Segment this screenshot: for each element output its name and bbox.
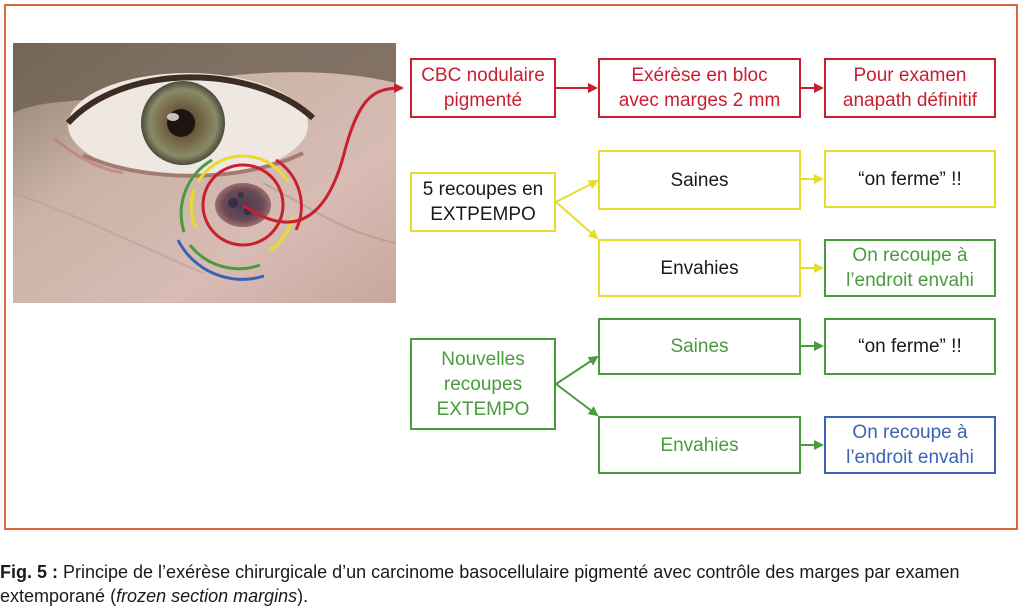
box-examen-anapath: Pour examen anapath définitif bbox=[824, 58, 996, 118]
box-on-ferme-2: “on ferme” !! bbox=[824, 318, 996, 375]
caption-text-2: ). bbox=[297, 586, 309, 606]
caption-text-1: Principe de l’exérèse chirurgicale d’un … bbox=[0, 562, 960, 606]
arrow-lesion-to-cbc bbox=[242, 83, 404, 224]
margin-ring-green bbox=[179, 158, 213, 233]
margin-ring-yellow-right bbox=[269, 214, 295, 252]
box-saines-1: Saines bbox=[598, 150, 801, 210]
box-exerese-en-bloc: Exérèse en bloc avec marges 2 mm bbox=[598, 58, 801, 118]
box-cbc-nodulaire: CBC nodulaire pigmenté bbox=[410, 58, 556, 118]
arrow-extempo-to-envahies bbox=[555, 201, 599, 240]
arrow-nouvelles-to-envahies bbox=[555, 383, 599, 417]
box-on-recoupe-2: On recoupe à l’endroit envahi bbox=[824, 416, 996, 474]
box-envahies-1: Envahies bbox=[598, 239, 801, 297]
margin-ring-yellow-top bbox=[196, 154, 290, 183]
box-nouvelles-recoupes: Nouvelles recoupes EXTEMPO bbox=[410, 338, 556, 430]
margin-ring-yellow-left bbox=[189, 189, 198, 229]
margin-ring-red bbox=[201, 163, 285, 247]
box-on-recoupe-1: On recoupe à l’endroit envahi bbox=[824, 239, 996, 297]
margin-ring-blue bbox=[176, 239, 265, 281]
caption-lead: Fig. 5 : bbox=[0, 562, 58, 582]
figure-frame bbox=[4, 4, 1018, 530]
margin-ring-green-bottom bbox=[188, 244, 261, 271]
arrow-extempo-to-saines bbox=[555, 180, 599, 203]
box-5-recoupes: 5 recoupes en EXTPEMPO bbox=[410, 172, 556, 232]
arrow-nouvelles-to-saines bbox=[555, 355, 599, 385]
box-on-ferme-1: “on ferme” !! bbox=[824, 150, 996, 208]
box-saines-2: Saines bbox=[598, 318, 801, 375]
caption-italic: frozen section margins bbox=[116, 586, 298, 606]
box-envahies-2: Envahies bbox=[598, 416, 801, 474]
figure-caption: Fig. 5 : Principe de l’exérèse chirurgic… bbox=[0, 560, 1024, 608]
